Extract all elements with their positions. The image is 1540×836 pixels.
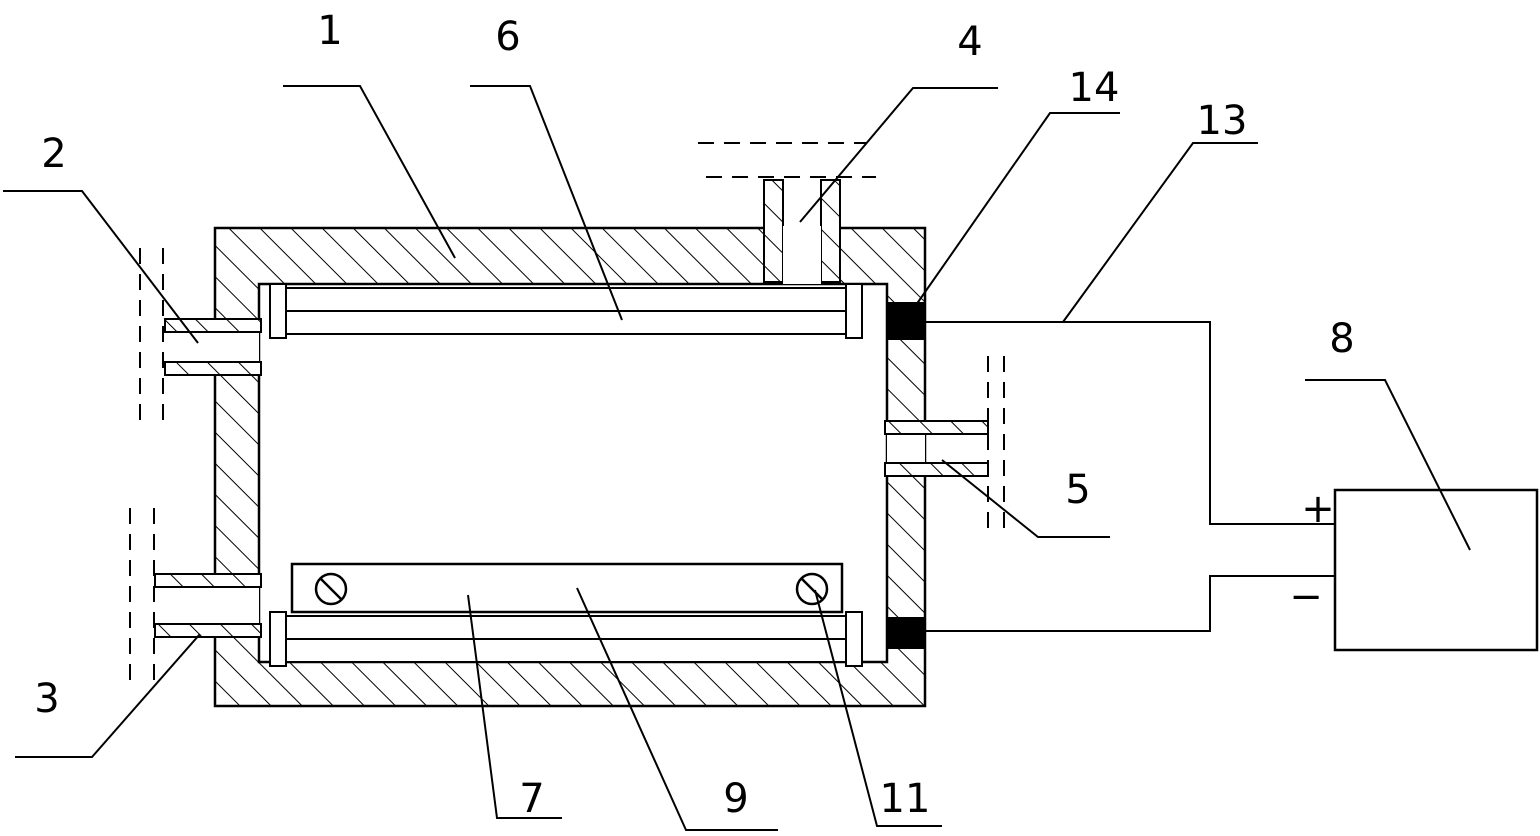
label-9: 9 [723, 776, 748, 822]
positive-wire [926, 321, 1335, 525]
negative-sign: − [1289, 574, 1323, 620]
label-8: 8 [1329, 316, 1354, 362]
housing-wall [213, 226, 927, 708]
label-6: 6 [495, 14, 520, 60]
label-2: 2 [41, 131, 66, 177]
power-supply [1333, 488, 1539, 652]
top-port [698, 142, 876, 284]
lower-electrode [269, 611, 863, 667]
label-14: 14 [1069, 65, 1120, 111]
label-1: 1 [317, 8, 342, 54]
left-upper-port [139, 248, 262, 424]
screw-left-icon [314, 572, 348, 606]
label-4: 4 [957, 19, 982, 65]
negative-wire [926, 575, 1335, 632]
label-11: 11 [880, 776, 931, 822]
lower-insulator [888, 617, 926, 649]
sample-plate [290, 562, 844, 614]
screw-right-icon [795, 572, 829, 606]
upper-insulator [888, 302, 926, 340]
leader-lines [3, 85, 1471, 831]
label-13: 13 [1197, 98, 1248, 144]
right-port [884, 356, 1005, 530]
upper-electrode [269, 283, 863, 339]
label-7: 7 [519, 776, 544, 822]
positive-sign: + [1301, 486, 1335, 532]
left-lower-port [129, 508, 262, 680]
label-5: 5 [1065, 467, 1090, 513]
label-3: 3 [34, 676, 59, 722]
